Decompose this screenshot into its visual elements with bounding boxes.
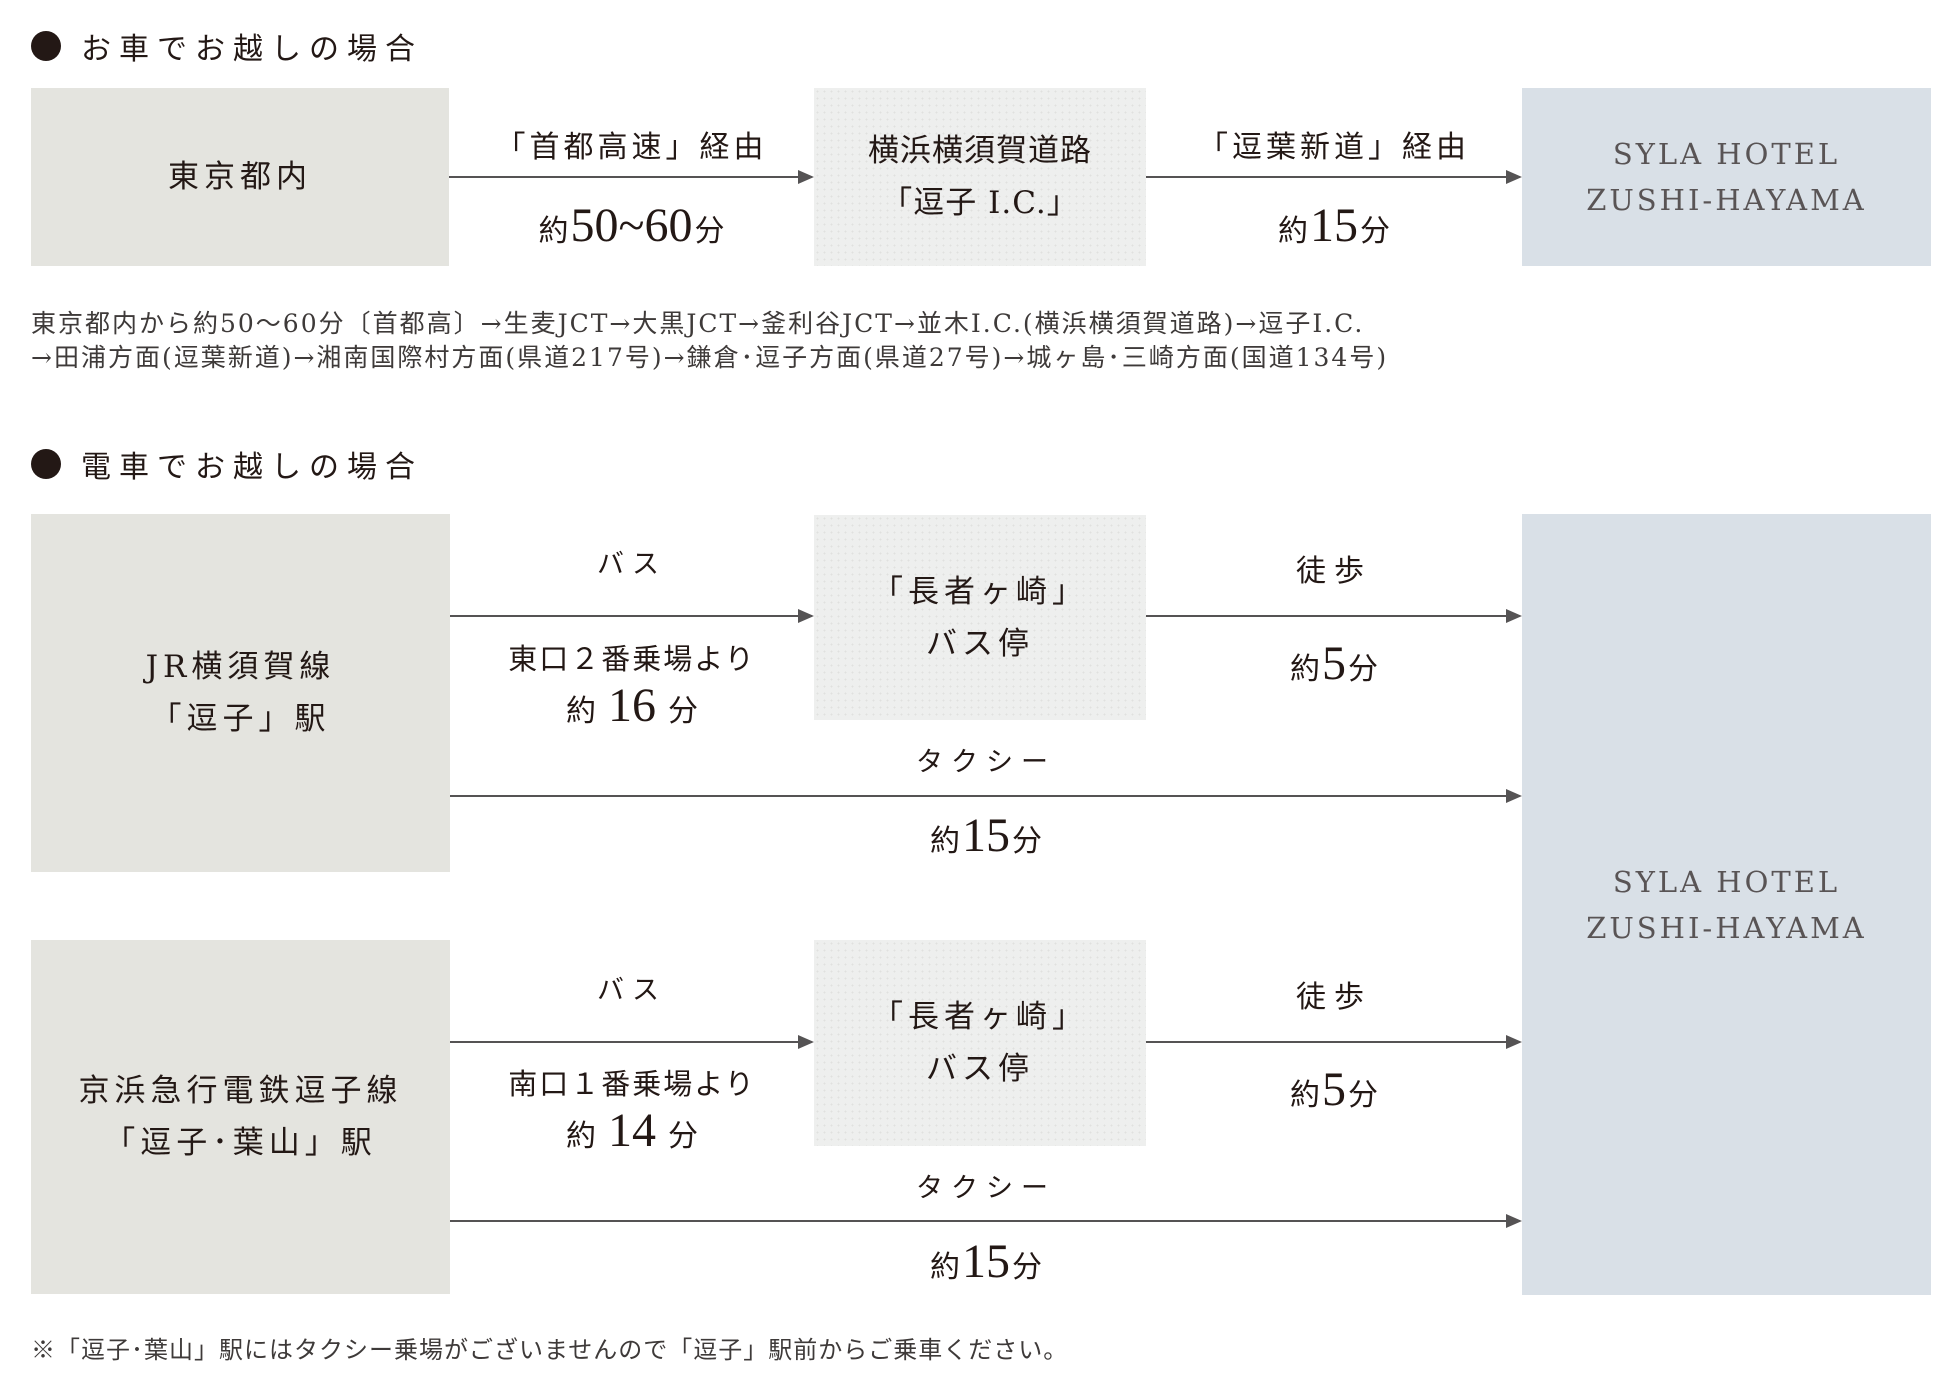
car-origin-label: 東京都内	[168, 159, 312, 195]
route2-taxi-time: 約 15 分	[930, 1235, 1042, 1288]
route1-walk-arrow	[1146, 609, 1522, 623]
train-origin-box-keikyu: 京浜急行電鉄逗子線 「逗子･葉山」駅	[31, 940, 450, 1294]
car-waypoint-box: 横浜横須賀道路 「逗子 I.C.」	[814, 88, 1146, 266]
train-section-heading: 電車でお越しの場合	[31, 444, 423, 485]
origin-line2: 「逗子」駅	[150, 701, 331, 737]
car-heading-text: お車でお越しの場合	[81, 32, 423, 67]
car-leg2-time: 約 15 分	[1278, 199, 1390, 252]
route1-walk-time-value: 5	[1322, 637, 1346, 690]
car-origin-box: 東京都内	[31, 88, 449, 266]
route2-bus-label: バス	[597, 975, 667, 1006]
route2-walk-arrow	[1146, 1035, 1522, 1049]
car-section-heading: お車でお越しの場合	[31, 26, 423, 67]
route1-bus-detail: 東口２番乗場より	[508, 642, 756, 676]
origin-line1: 京浜急行電鉄逗子線	[78, 1073, 403, 1109]
route1-walk-label: 徒歩	[1296, 554, 1372, 589]
car-leg2-arrow	[1146, 170, 1522, 184]
hotel-name-line1: SYLA HOTEL	[1612, 864, 1841, 899]
train-origin-box-jr: JR横須賀線 「逗子」駅	[31, 514, 450, 872]
route1-taxi-time-value: 15	[962, 809, 1010, 862]
route1-taxi-label: タクシー	[916, 747, 1056, 778]
route1-busstop-box: 「長者ヶ崎」 バス停	[814, 515, 1146, 720]
route2-taxi-time-value: 15	[962, 1235, 1010, 1288]
car-leg2-label: 「逗葉新道」経由	[1198, 130, 1470, 165]
busstop-line2: バス停	[926, 625, 1034, 662]
car-destination-hotel-box: SYLA HOTEL ZUSHI-HAYAMA	[1522, 88, 1931, 266]
route1-taxi-arrow	[450, 789, 1522, 803]
route2-bus-arrow	[450, 1035, 814, 1049]
car-route-line1: 東京都内から約50～60分〔首都高〕→生麦JCT→大黒JCT→釜利谷JCT→並木…	[31, 309, 1365, 338]
route1-bus-time: 約 16 分	[566, 679, 698, 732]
route2-taxi-arrow	[450, 1214, 1522, 1228]
route2-walk-time: 約 5 分	[1290, 1063, 1378, 1116]
route2-busstop-box: 「長者ヶ崎」 バス停	[814, 940, 1146, 1146]
train-heading-text: 電車でお越しの場合	[81, 450, 423, 485]
car-leg2-time-value: 15	[1310, 199, 1358, 252]
car-route-line2: →田浦方面(逗葉新道)→湘南国際村方面(県道217号)→鎌倉･逗子方面(県道27…	[31, 343, 1389, 372]
route1-bus-time-value: 16	[608, 679, 656, 732]
hotel-name-line1: SYLA HOTEL	[1612, 137, 1841, 171]
waypoint-line1: 横浜横須賀道路	[868, 133, 1092, 169]
busstop-line2: バス停	[926, 1051, 1034, 1087]
origin-line1: JR横須賀線	[145, 649, 336, 685]
car-leg1-arrow	[449, 170, 814, 184]
waypoint-line2: 「逗子 I.C.」	[881, 185, 1079, 221]
bullet-icon	[31, 31, 61, 61]
busstop-line1: 「長者ヶ崎」	[872, 573, 1088, 610]
taxi-note: ※「逗子･葉山」駅にはタクシー乗場がございませんので「逗子」駅前からご乗車くださ…	[31, 1336, 1069, 1364]
route2-walk-label: 徒歩	[1296, 980, 1372, 1015]
bullet-icon	[31, 449, 61, 479]
route2-bus-detail: 南口１番乗場より	[508, 1067, 756, 1101]
car-leg1-time-value: 50~60	[570, 199, 693, 252]
route1-taxi-time: 約 15 分	[930, 809, 1042, 862]
route1-bus-label: バス	[597, 549, 667, 580]
route1-walk-time: 約 5 分	[1290, 637, 1378, 690]
route2-taxi-label: タクシー	[916, 1173, 1056, 1204]
origin-line2: 「逗子･葉山」駅	[104, 1125, 377, 1161]
train-destination-hotel-box: SYLA HOTEL ZUSHI-HAYAMA	[1522, 514, 1931, 1295]
route2-walk-time-value: 5	[1322, 1063, 1346, 1116]
route2-bus-time-value: 14	[608, 1104, 656, 1157]
hotel-name-line2: ZUSHI-HAYAMA	[1586, 183, 1867, 217]
route1-bus-arrow	[450, 609, 814, 623]
route2-bus-time: 約 14 分	[566, 1104, 698, 1157]
car-leg1-label: 「首都高速」経由	[495, 130, 768, 165]
hotel-name-line2: ZUSHI-HAYAMA	[1586, 910, 1867, 945]
busstop-line1: 「長者ヶ崎」	[872, 999, 1088, 1035]
car-leg1-time: 約 50~60 分	[538, 199, 725, 252]
